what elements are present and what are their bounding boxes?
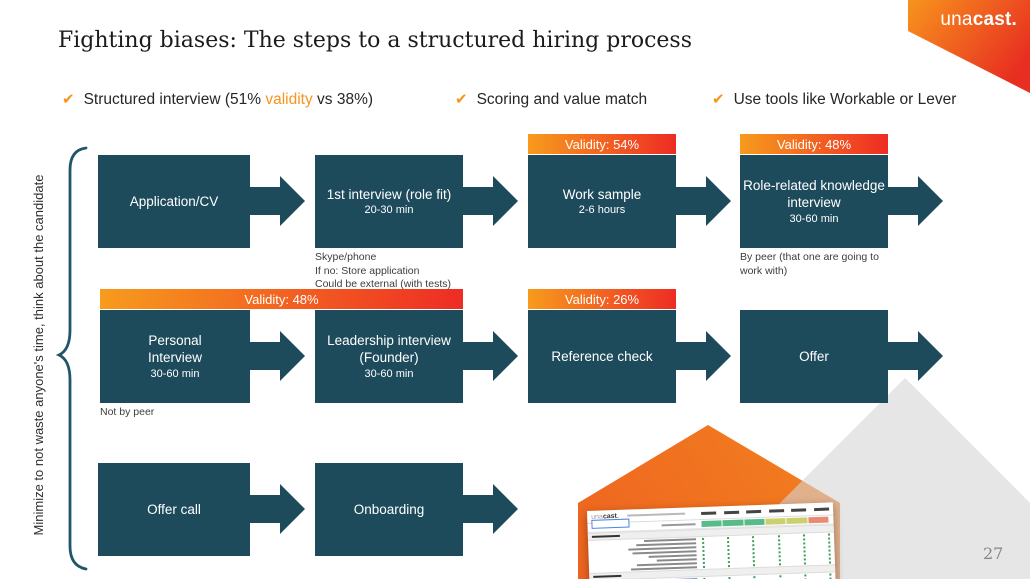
box-label: Role-related knowledge interview xyxy=(743,177,885,211)
flow-box-role-knowledge: Role-related knowledge interview 30-60 m… xyxy=(740,155,888,248)
checklist-item3-text: Use tools like Workable or Lever xyxy=(733,91,957,108)
flow-box-first-interview: 1st interview (role fit) 20-30 min xyxy=(315,155,463,248)
box-duration: 2-6 hours xyxy=(578,204,626,217)
checklist-item1-text: Structured interview (51% xyxy=(83,91,266,108)
note-personal-interview: Not by peer xyxy=(100,406,155,418)
status-cell xyxy=(722,519,744,527)
spreadsheet-rows xyxy=(587,524,836,579)
flow-box-reference-check: Reference check xyxy=(528,310,676,403)
flow-box-work-sample: Work sample 2-6 hours xyxy=(528,155,676,248)
flow-box-offer-call: Offer call xyxy=(98,463,250,556)
unacast-logo-text: unacast. xyxy=(940,9,1017,30)
note-first-interview: Skype/phone If no: Store application Cou… xyxy=(315,251,451,291)
checklist-item1-tail: vs 38%) xyxy=(312,91,374,108)
box-label: Reference check xyxy=(551,348,653,364)
checklist-item1-highlight: validity xyxy=(265,91,313,108)
note-role-knowledge: By peer (that one are going to work with… xyxy=(740,251,879,277)
brace-icon xyxy=(56,146,88,571)
checklist-item-tools: ✔ Use tools like Workable or Lever xyxy=(712,90,956,109)
slide-title: Fighting biases: The steps to a structur… xyxy=(58,28,693,53)
check-icon: ✔ xyxy=(62,91,75,108)
box-duration: 30-60 min xyxy=(150,367,200,380)
spreadsheet-thumbnail: unacast. xyxy=(587,502,837,579)
flow-box-leadership-interview: Leadership interview (Founder) 30-60 min xyxy=(315,310,463,403)
box-label: Personal Interview xyxy=(147,332,203,366)
flow-arrow-icon xyxy=(463,176,518,226)
flow-arrow-icon xyxy=(250,484,305,534)
flow-arrow-icon xyxy=(888,331,943,381)
validity-banner-reference-check: Validity: 26% xyxy=(528,289,676,309)
flow-arrow-icon xyxy=(463,331,518,381)
status-cell xyxy=(744,518,765,526)
status-cell xyxy=(807,516,829,524)
box-label: 1st interview (role fit) xyxy=(326,186,452,202)
status-cell xyxy=(701,520,722,528)
box-duration: 30-60 min xyxy=(789,212,839,225)
validity-banner-role-knowledge: Validity: 48% xyxy=(740,134,888,154)
checklist-item2-text: Scoring and value match xyxy=(476,91,648,108)
box-label: Work sample xyxy=(562,186,642,202)
status-cell xyxy=(786,517,808,525)
unacast-logo-flag: unacast. xyxy=(905,0,1030,95)
flow-arrow-icon xyxy=(676,331,731,381)
checklist-item-structured-interview: ✔ Structured interview (51% validity vs 3… xyxy=(62,90,373,109)
validity-banner-interviews: Validity: 48% xyxy=(100,289,463,309)
logo-flag-shape xyxy=(908,0,1030,93)
flow-arrow-icon xyxy=(676,176,731,226)
flow-arrow-icon xyxy=(888,176,943,226)
check-icon: ✔ xyxy=(455,91,468,108)
spreadsheet-column-headers xyxy=(701,507,830,515)
box-label: Offer call xyxy=(147,501,201,517)
flow-box-application-cv: Application/CV xyxy=(98,155,250,248)
checklist-item-scoring: ✔ Scoring and value match xyxy=(455,90,647,109)
flow-arrow-icon xyxy=(250,176,305,226)
spreadsheet-selected-cell xyxy=(591,518,630,529)
check-icon: ✔ xyxy=(712,91,725,108)
flow-arrow-icon xyxy=(250,331,305,381)
box-label: Offer xyxy=(799,348,829,364)
side-label: Minimize to not waste anyone's time, thi… xyxy=(31,174,46,536)
flow-box-onboarding: Onboarding xyxy=(315,463,463,556)
box-label: Application/CV xyxy=(129,193,219,209)
spreadsheet-title-bar xyxy=(626,512,685,517)
box-label: Leadership interview (Founder) xyxy=(327,332,451,366)
box-duration: 30-60 min xyxy=(364,367,414,380)
box-duration: 20-30 min xyxy=(364,204,414,217)
flow-box-personal-interview: Personal Interview 30-60 min xyxy=(100,310,250,403)
status-cell xyxy=(765,518,786,525)
flow-arrow-icon xyxy=(463,484,518,534)
flow-box-offer: Offer xyxy=(740,310,888,403)
page-number: 27 xyxy=(983,544,1004,563)
box-label: Onboarding xyxy=(353,501,425,517)
validity-banner-work-sample: Validity: 54% xyxy=(528,134,676,154)
